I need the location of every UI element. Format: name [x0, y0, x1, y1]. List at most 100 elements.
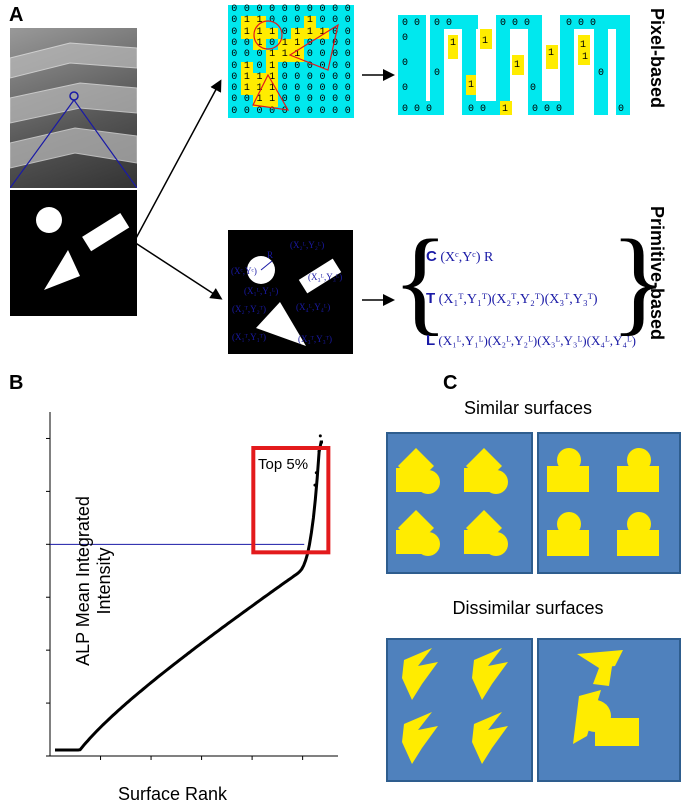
- top-point: [313, 483, 317, 487]
- pixel-cell: 1: [240, 16, 254, 28]
- pixel-cell: 1: [265, 61, 279, 73]
- svg-text:0: 0: [402, 58, 408, 69]
- pixel-cell: 0: [231, 71, 238, 83]
- pixel-cell: 1: [303, 16, 317, 28]
- pixel-cell: 0: [306, 71, 313, 83]
- pixel-cell: 0: [319, 71, 326, 83]
- svg-text:0: 0: [530, 83, 536, 94]
- svg-text:0: 0: [402, 83, 408, 94]
- svg-text:0 0 0: 0 0 0: [532, 104, 562, 115]
- pixel-cell: 0: [281, 4, 288, 15]
- pixel-cell: 1: [240, 61, 254, 73]
- similar-square-1: [386, 432, 533, 574]
- pixel-cell: 0: [344, 26, 351, 38]
- branch-arrows: [117, 79, 223, 300]
- pixel-cell: 0: [332, 71, 339, 83]
- svg-text:1: 1: [548, 48, 554, 59]
- pixel-cell: 0: [243, 4, 250, 15]
- pixel-cell: 1: [265, 50, 279, 62]
- pixel-cell: 0: [319, 94, 326, 106]
- circle-primitive-row: C (Xᶜ,Yᶜ) R: [426, 248, 493, 266]
- pixel-cell: 0: [332, 49, 339, 61]
- svg-text:0 0 0: 0 0 0: [402, 104, 432, 115]
- y-axis-label: ALP Mean Integrated Intensity: [73, 496, 114, 666]
- pixel-cell: 0: [243, 49, 250, 61]
- rect-vertex-3-label: (X₃ᴸ,Y₃ᴸ): [308, 272, 343, 282]
- pixel-cell: 0: [344, 4, 351, 15]
- pixel-cell: 1: [265, 95, 279, 107]
- pixel-cell: 0: [332, 4, 339, 15]
- pixel-cell: 0: [344, 83, 351, 95]
- pixel-cell: 0: [243, 94, 250, 106]
- svg-text:1: 1: [580, 40, 586, 51]
- pixel-cell: 0: [306, 49, 313, 61]
- rect-vertex-4-label: (X₄ᴸ,Y₄ᴸ): [296, 302, 331, 312]
- pixel-cell: 0: [306, 105, 313, 117]
- primitive-based-label: Primitive-based: [647, 206, 667, 341]
- svg-text:1: 1: [502, 104, 508, 115]
- pixel-cell: 0: [294, 4, 301, 15]
- circle-params: (Xᶜ,Yᶜ) R: [440, 250, 494, 265]
- top-point: [318, 434, 322, 438]
- pixel-cell: 0: [319, 49, 326, 61]
- right-brace: }: [610, 215, 667, 346]
- similar-title: Similar surfaces: [463, 398, 593, 418]
- svg-text:0 0: 0 0: [434, 18, 452, 29]
- top-point: [314, 471, 318, 475]
- pixel-cell: 1: [253, 16, 266, 28]
- pixel-cell: 1: [278, 50, 291, 62]
- pixel-cell: 0: [256, 4, 263, 15]
- pixel-cell: 0: [306, 83, 313, 95]
- triangle-params: (X₁ᵀ,Y₁ᵀ)(X₂ᵀ,Y₂ᵀ)(X₃ᵀ,Y₃ᵀ): [438, 292, 598, 307]
- binary-pattern-image: [10, 190, 137, 316]
- scan-arrow: [362, 69, 395, 81]
- panel-b-letter: B: [9, 372, 24, 394]
- top-annotation: Top 5%: [258, 456, 309, 473]
- pixel-cell: 0: [344, 105, 351, 117]
- pixel-cell: 0: [344, 37, 351, 49]
- pixel-cell: 0: [231, 94, 238, 106]
- pixel-cell: 0: [344, 71, 351, 83]
- pixel-cell: 0: [281, 105, 288, 117]
- pixel-cell: 1: [240, 83, 254, 96]
- pixel-cell: 0: [281, 94, 288, 106]
- pixel-cell: 0: [231, 49, 238, 61]
- pixel-cell: 1: [240, 72, 254, 85]
- pixel-cell: 1: [253, 95, 266, 107]
- circle-letter: C: [426, 248, 437, 265]
- pixel-cell: 0: [231, 4, 238, 15]
- pixel-cell: 0: [344, 94, 351, 106]
- triangle-primitive-row: T (X₁ᵀ,Y₁ᵀ)(X₂ᵀ,Y₂ᵀ)(X₃ᵀ,Y₃ᵀ): [426, 290, 598, 308]
- pixel-cell: 0: [243, 37, 250, 49]
- pixel-cell: 0: [294, 15, 301, 27]
- pixel-cell: 0: [231, 15, 238, 27]
- svg-text:1: 1: [450, 38, 456, 49]
- pixel-cell: 1: [278, 38, 291, 51]
- pixel-cell: 0: [256, 60, 263, 72]
- svg-text:0: 0: [598, 68, 604, 79]
- svg-text:1: 1: [582, 52, 588, 63]
- left-brace: {: [392, 215, 449, 346]
- pixel-cell: 0: [231, 105, 238, 117]
- svg-text:0 0 0: 0 0 0: [566, 18, 596, 29]
- tri-vertex-1-label: (X₁ᵀ,Y₁ᵀ): [232, 332, 267, 342]
- pixel-cell: 0: [306, 94, 313, 106]
- svg-text:1: 1: [468, 80, 474, 91]
- pixel-cell: 0: [281, 15, 288, 27]
- dissimilar-square-2: [537, 638, 681, 782]
- dissimilar-square-1: [386, 638, 533, 782]
- panel-a-letter: A: [9, 4, 24, 26]
- circle-center-label: (Xᶜ,Yᶜ): [231, 266, 257, 276]
- pixel-cell: 0: [306, 4, 313, 15]
- tri-vertex-2-label: (X₂ᵀ,Y₂ᵀ): [232, 304, 267, 314]
- pixel-cell: 0: [332, 83, 339, 95]
- pixel-cell: 0: [294, 83, 301, 95]
- panel-c-letter: C: [443, 372, 458, 394]
- similar-square-2: [537, 432, 681, 574]
- top-point: [317, 449, 321, 453]
- pixel-cell: 0: [269, 4, 276, 15]
- top-5-percent-box: [251, 446, 331, 555]
- x-axis-label: Surface Rank: [118, 784, 228, 804]
